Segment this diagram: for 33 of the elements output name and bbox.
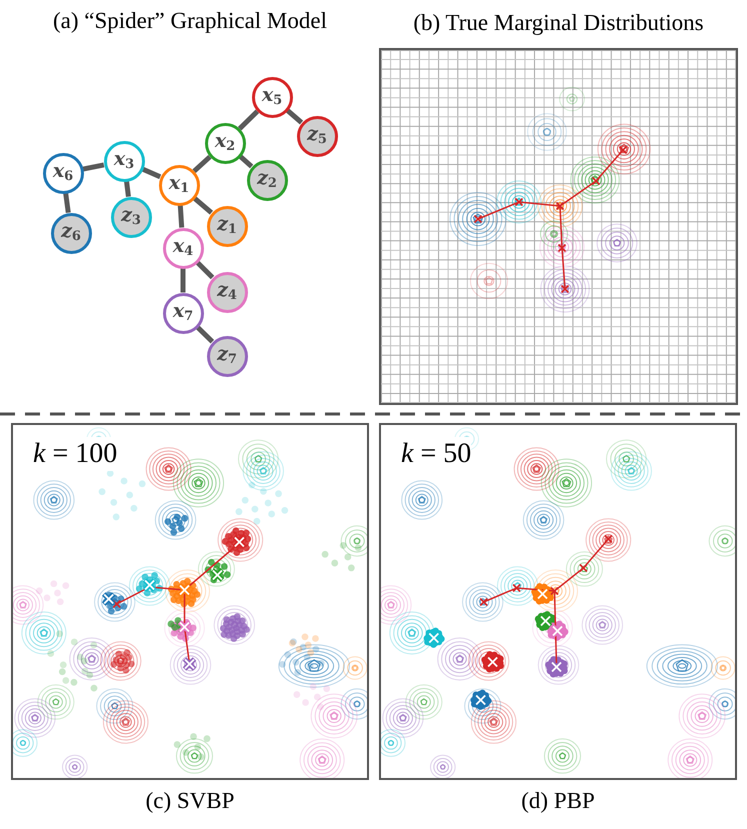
panel-caption: (b) True Marginal Distributions bbox=[413, 9, 704, 37]
edge-line bbox=[124, 181, 131, 197]
edge-line bbox=[180, 268, 186, 292]
latent-variable-node: x$_{2}$ bbox=[204, 122, 246, 164]
plot-panel bbox=[11, 423, 369, 780]
edge-line bbox=[82, 162, 104, 172]
latent-variable-node: x$_{6}$ bbox=[42, 152, 84, 194]
edge-line bbox=[178, 205, 184, 228]
observed-variable-node: z$_{2}$ bbox=[246, 160, 288, 200]
latent-variable-node: x$_{3}$ bbox=[104, 140, 144, 182]
edge-line bbox=[192, 154, 212, 174]
edge-line bbox=[192, 196, 214, 215]
observed-variable-node: z$_{3}$ bbox=[110, 196, 152, 238]
observed-variable-node: z$_{5}$ bbox=[296, 116, 338, 156]
panel-caption: (a) “Spider” Graphical Model bbox=[53, 7, 327, 35]
panel-caption: (c) SVBP bbox=[146, 787, 234, 815]
latent-variable-node: x$_{4}$ bbox=[162, 228, 204, 268]
panel-caption: (d) PBP bbox=[521, 787, 595, 815]
parameter-label: k = 100 bbox=[33, 437, 118, 471]
observed-variable-node: z$_{1}$ bbox=[206, 206, 248, 246]
edge-line bbox=[286, 108, 304, 124]
edge-line bbox=[238, 110, 260, 130]
plot-panel bbox=[379, 423, 737, 780]
edge-line bbox=[63, 192, 71, 214]
observed-variable-node: z$_{6}$ bbox=[50, 212, 92, 254]
observed-variable-node: z$_{7}$ bbox=[206, 336, 248, 376]
edge-line bbox=[238, 154, 254, 168]
latent-variable-node: x$_{1}$ bbox=[158, 164, 200, 206]
latent-variable-node: x$_{5}$ bbox=[252, 76, 292, 118]
latent-variable-node: x$_{7}$ bbox=[162, 292, 204, 334]
edge-line bbox=[196, 260, 214, 280]
observed-variable-node: z$_{4}$ bbox=[206, 272, 248, 312]
edge-line bbox=[196, 326, 214, 344]
